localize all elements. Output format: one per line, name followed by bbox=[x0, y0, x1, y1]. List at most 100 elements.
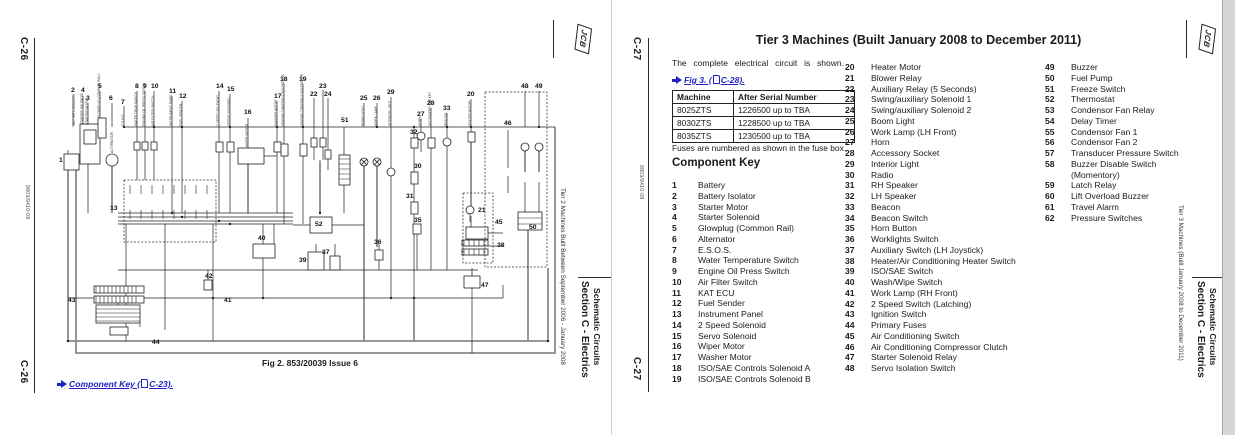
component-key-item: 27 Horn bbox=[845, 137, 1045, 148]
component-key-item: 1 Battery bbox=[672, 180, 850, 191]
intro-text: The complete electrical circuit is shown… bbox=[672, 58, 844, 68]
callout-number: 43 bbox=[68, 297, 76, 304]
component-number: 13 bbox=[672, 309, 682, 319]
serial-number-table: Machine After Serial Number 8025ZTS 1226… bbox=[672, 90, 855, 143]
component-label: Pressure Switches bbox=[1071, 212, 1143, 223]
component-label: Swing/auxiliary Solenoid 2 bbox=[871, 105, 972, 115]
logo-rule-left bbox=[553, 20, 554, 58]
component-number: 21 bbox=[845, 72, 855, 83]
wire-label: GLOWPLUG (COMMON RAIL) bbox=[97, 74, 101, 118]
callout-number: 36 bbox=[374, 239, 382, 246]
component-key-item: 62 Pressure Switches bbox=[1045, 213, 1185, 224]
component-label: Fuel Sender bbox=[698, 298, 745, 309]
component-number: 35 bbox=[845, 223, 855, 234]
component-number: 37 bbox=[845, 244, 855, 255]
wire-label: INTERIOR LIGHT bbox=[388, 100, 392, 126]
component-label: Condensor Fan 2 bbox=[1071, 137, 1138, 148]
machine-cell: 8025ZTS bbox=[672, 103, 734, 117]
component-label: Beacon Switch bbox=[871, 212, 928, 223]
component-number: 8 bbox=[672, 255, 677, 266]
component-label: KAT ECU bbox=[698, 287, 735, 298]
component-label: Thermostat bbox=[1071, 94, 1115, 105]
callout-number: 48 bbox=[521, 83, 529, 90]
component-number: 36 bbox=[845, 234, 855, 244]
component-number: 48 bbox=[845, 363, 855, 373]
callout-number: 5 bbox=[98, 83, 102, 90]
component-label: Buzzer Disable Switch (Momentory) bbox=[1071, 158, 1157, 180]
component-key-item: 2 Battery Isolator bbox=[672, 191, 850, 202]
callout-number: 6 bbox=[109, 95, 113, 102]
component-label: Buzzer bbox=[1071, 62, 1098, 72]
wire-label: WATER TEMP SWITCH bbox=[134, 91, 138, 126]
component-number: 62 bbox=[1045, 212, 1055, 223]
callout-number: 46 bbox=[504, 120, 512, 127]
left-page: C-26 9803/9410-08 C-26 JCB Tier 2 Machin… bbox=[0, 0, 612, 435]
component-key-item: 43 Ignition Switch bbox=[845, 309, 1045, 320]
wire-label: BEACON bbox=[444, 112, 448, 126]
callout-number: 17 bbox=[274, 93, 282, 100]
wire-label: HEATER MOTOR bbox=[468, 100, 472, 126]
jcb-logo-text: JCB bbox=[574, 23, 593, 54]
section-title-right: Section C - Electrics bbox=[1195, 281, 1206, 378]
callout-number: 24 bbox=[324, 91, 332, 98]
component-number: 32 bbox=[845, 191, 855, 201]
component-number: 59 bbox=[1045, 180, 1055, 191]
fig3-link[interactable]: Fig 3. (C-28). bbox=[672, 70, 745, 88]
component-label: Work Lamp (LH Front) bbox=[871, 126, 957, 137]
callout-number: 45 bbox=[495, 219, 503, 226]
document-icon bbox=[141, 379, 149, 388]
wire-label: STARTER MOTOR bbox=[85, 97, 89, 125]
component-label: Work Lamp (RH Front) bbox=[871, 287, 958, 298]
wire-label: FUEL SENDER bbox=[179, 103, 183, 126]
component-key-item: 10 Air Filter Switch bbox=[672, 277, 850, 288]
component-key-item: 47 Starter Solenoid Relay bbox=[845, 352, 1045, 363]
component-key-item: 16 Wiper Motor bbox=[672, 341, 850, 352]
component-label: Auxiliary Switch (LH Joystick) bbox=[871, 244, 984, 255]
component-key-item: 7 E.S.O.S. bbox=[672, 245, 850, 256]
page-code-bottom-right: C-27 bbox=[631, 357, 642, 381]
component-key-link-text[interactable]: Component Key (C-23). bbox=[69, 379, 174, 389]
component-number: 15 bbox=[672, 330, 682, 341]
right-page: C-27 9803/9410-08 C-27 JCB Tier 3 Machin… bbox=[611, 0, 1222, 435]
component-label: Instrument Panel bbox=[698, 309, 763, 319]
component-label: Worklights Switch bbox=[871, 234, 939, 244]
fig3-link-text[interactable]: Fig 3. (C-28). bbox=[684, 75, 745, 85]
component-label: RH Speaker bbox=[871, 180, 918, 191]
component-label: Heater/Air Conditioning Heater Switch bbox=[871, 255, 1016, 266]
component-key-item: 12 Fuel Sender bbox=[672, 298, 850, 309]
schematic-wires bbox=[67, 84, 555, 353]
machine-cell: 8035ZTS bbox=[672, 129, 734, 143]
component-key-item: 8 Water Temperature Switch bbox=[672, 255, 850, 266]
wire-label: STARTER SOLENOID bbox=[80, 92, 84, 125]
callout-number: 19 bbox=[299, 76, 307, 83]
component-key-item: 61 Travel Alarm bbox=[1045, 202, 1185, 213]
component-number: 2 bbox=[672, 190, 677, 201]
callout-number: 44 bbox=[152, 339, 160, 346]
component-key-item: 21 Blower Relay bbox=[845, 73, 1045, 84]
schematic-thick-wires bbox=[67, 127, 556, 354]
page-divider bbox=[611, 0, 612, 435]
component-label: Interior Light bbox=[871, 158, 919, 169]
component-key-item: 13 Instrument Panel bbox=[672, 309, 850, 320]
component-key-item: 58 Buzzer Disable Switch (Momentory) bbox=[1045, 159, 1185, 181]
component-key-item: 30 Radio bbox=[845, 170, 1045, 181]
component-label: ISO/SAE Controls Solenoid B bbox=[698, 373, 811, 384]
callout-number: 8 bbox=[135, 83, 139, 90]
callout-number: 7 bbox=[121, 99, 125, 106]
callout-number: 33 bbox=[443, 105, 451, 112]
component-label: Horn bbox=[871, 137, 890, 148]
component-key-item: 29 Interior Light bbox=[845, 159, 1045, 170]
callout-number: 4 bbox=[81, 87, 85, 94]
right-page-margin-rule bbox=[648, 38, 649, 392]
schematic-components bbox=[63, 117, 543, 336]
doc-number-right: 9803/9410-08 bbox=[638, 165, 644, 200]
edition-note-left: Tier 2 Machines Built Between September … bbox=[559, 188, 566, 365]
component-key-heading: Component Key bbox=[672, 157, 761, 169]
component-key-item: 49 Buzzer bbox=[1045, 62, 1185, 73]
wire-label: BOOM LIGHT bbox=[361, 106, 365, 126]
component-key-link[interactable]: Component Key (C-23). bbox=[57, 374, 173, 392]
component-label: ISO/SAE Switch bbox=[871, 266, 934, 277]
component-label: E.S.O.S. bbox=[698, 244, 732, 255]
component-number: 43 bbox=[845, 309, 855, 320]
component-key-item: 19 ISO/SAE Controls Solenoid B bbox=[672, 374, 850, 385]
